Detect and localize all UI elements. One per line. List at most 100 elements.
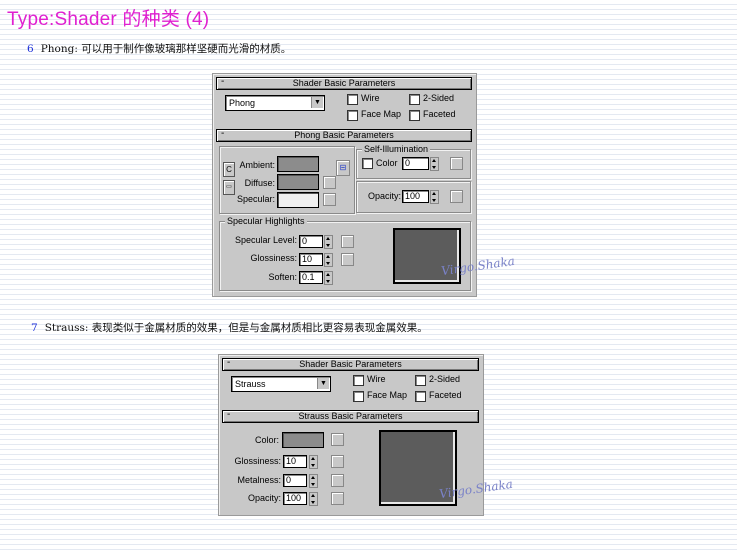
phong-material-panel: - Shader Basic Parameters Phong ▼ Wire 2… [212, 73, 516, 297]
opacity-value: 100 [405, 191, 421, 201]
rollout-title: Shader Basic Parameters [299, 359, 402, 369]
specular-level-spinner[interactable] [324, 235, 333, 249]
soften-spinner[interactable] [324, 271, 333, 285]
glossiness-field[interactable]: 10 [283, 455, 307, 468]
face-map-label: Face Map [367, 390, 408, 400]
two-sided-checkbox[interactable] [415, 375, 426, 386]
color-group [219, 146, 355, 214]
self-illum-color-label: Color [376, 158, 398, 168]
color-label: Color: [254, 435, 279, 445]
opacity-map-button[interactable] [331, 492, 344, 505]
shader-basic-rollout-header[interactable]: - Shader Basic Parameters [216, 76, 472, 90]
shader-type-dropdown[interactable]: Phong ▼ [225, 95, 325, 111]
faceted-checkbox[interactable] [409, 110, 420, 121]
self-illumination-title: Self-Illumination [362, 143, 431, 155]
self-illum-map-button[interactable] [450, 157, 463, 170]
opacity-field[interactable]: 100 [283, 492, 307, 505]
self-illumination-group: Self-Illumination [356, 143, 471, 179]
shader-type-dropdown[interactable]: Strauss ▼ [231, 376, 331, 392]
shader-type-value: Strauss [235, 379, 266, 389]
opacity-spinner[interactable] [309, 492, 318, 506]
lock-ambient-map-button[interactable]: ▭ [223, 180, 235, 195]
wire-label: Wire [361, 93, 380, 103]
two-sided-label: 2-Sided [429, 374, 461, 384]
faceted-checkbox[interactable] [415, 391, 426, 402]
metalness-map-button[interactable] [331, 474, 344, 487]
highlight-curve-preview [379, 430, 457, 506]
slide-title: Type:Shader 的种类 (4) [7, 9, 210, 30]
strauss-basic-rollout-header[interactable]: - Strauss Basic Parameters [222, 409, 479, 423]
glossiness-field[interactable]: 10 [299, 253, 323, 266]
soften-label: Soften: [268, 272, 297, 282]
opacity-value: 100 [286, 493, 302, 503]
self-illum-color-checkbox[interactable] [362, 158, 373, 169]
faceted-label: Faceted [429, 390, 462, 400]
self-illum-value: 0 [405, 158, 411, 168]
collapse-icon[interactable]: - [221, 128, 225, 139]
faceted-label: Faceted [423, 109, 456, 119]
specular-highlights-title: Specular Highlights [225, 215, 307, 227]
specular-level-label: Specular Level: [234, 235, 297, 245]
strauss-material-panel: - Shader Basic Parameters Strauss ▼ Wire… [218, 354, 514, 516]
lock-icon[interactable]: ⊟ [336, 160, 350, 176]
metalness-field[interactable]: 0 [283, 474, 307, 487]
opacity-map-button[interactable] [450, 190, 463, 203]
diffuse-label: Diffuse: [244, 178, 275, 188]
item-7-number: 7 [31, 322, 38, 334]
diffuse-map-button[interactable] [323, 176, 336, 189]
opacity-label: Opacity: [247, 493, 281, 503]
face-map-checkbox[interactable] [353, 391, 364, 402]
specular-map-button[interactable] [323, 193, 336, 206]
two-sided-checkbox[interactable] [409, 94, 420, 105]
wire-checkbox[interactable] [347, 94, 358, 105]
opacity-group [356, 181, 471, 213]
soften-field[interactable]: 0.1 [299, 271, 323, 284]
strauss-color-swatch[interactable] [282, 432, 324, 448]
specular-label: Specular: [236, 194, 275, 204]
highlight-curve-preview [393, 228, 461, 284]
rollout-title: Phong Basic Parameters [294, 130, 394, 140]
collapse-icon[interactable]: - [221, 76, 225, 87]
rollout-title: Shader Basic Parameters [292, 78, 396, 88]
collapse-icon[interactable]: - [227, 357, 231, 368]
glossiness-map-button[interactable] [331, 455, 344, 468]
shader-basic-rollout-header[interactable]: - Shader Basic Parameters [222, 357, 479, 371]
glossiness-value: 10 [302, 254, 313, 264]
item-7: 7 Strauss: 表现类似于金属材质的效果，但是与金属材质相比更容易表现金属效… [31, 320, 428, 335]
glossiness-map-button[interactable] [341, 253, 354, 266]
color-map-button[interactable] [331, 433, 344, 446]
face-map-checkbox[interactable] [347, 110, 358, 121]
opacity-field[interactable]: 100 [402, 190, 429, 203]
opacity-spinner[interactable] [430, 190, 439, 204]
specular-color-swatch[interactable] [277, 192, 319, 208]
specular-highlights-group: Specular Highlights [219, 215, 471, 291]
wire-label: Wire [367, 374, 386, 384]
glossiness-spinner[interactable] [324, 253, 333, 267]
wire-checkbox[interactable] [353, 375, 364, 386]
lock-ambient-diffuse-button[interactable]: C [223, 162, 235, 177]
specular-level-field[interactable]: 0 [299, 235, 323, 248]
item-7-text: Strauss: 表现类似于金属材质的效果，但是与金属材质相比更容易表现金属效果… [44, 322, 428, 334]
glossiness-label: Glossiness: [234, 456, 281, 466]
phong-basic-rollout-header[interactable]: - Phong Basic Parameters [216, 128, 472, 142]
face-map-label: Face Map [361, 109, 402, 119]
metalness-spinner[interactable] [309, 474, 318, 488]
specular-level-map-button[interactable] [341, 235, 354, 248]
glossiness-label: Glossiness: [250, 253, 297, 263]
chevron-down-icon[interactable]: ▼ [311, 97, 323, 108]
specular-level-value: 0 [302, 236, 308, 246]
chevron-down-icon[interactable]: ▼ [317, 378, 329, 389]
item-6: 6 Phong: 可以用于制作像玻璃那样坚硬而光滑的材质。 [27, 41, 291, 56]
collapse-icon[interactable]: - [227, 409, 231, 420]
ambient-label: Ambient: [239, 160, 275, 170]
self-illum-value-field[interactable]: 0 [402, 157, 429, 170]
diffuse-color-swatch[interactable] [277, 174, 319, 190]
ambient-color-swatch[interactable] [277, 156, 319, 172]
self-illum-spinner[interactable] [430, 157, 439, 171]
metalness-value: 0 [286, 475, 292, 485]
item-6-number: 6 [27, 43, 34, 55]
metalness-label: Metalness: [237, 475, 281, 485]
glossiness-spinner[interactable] [309, 455, 318, 469]
item-6-text: Phong: 可以用于制作像玻璃那样坚硬而光滑的材质。 [40, 43, 292, 55]
two-sided-label: 2-Sided [423, 93, 455, 103]
